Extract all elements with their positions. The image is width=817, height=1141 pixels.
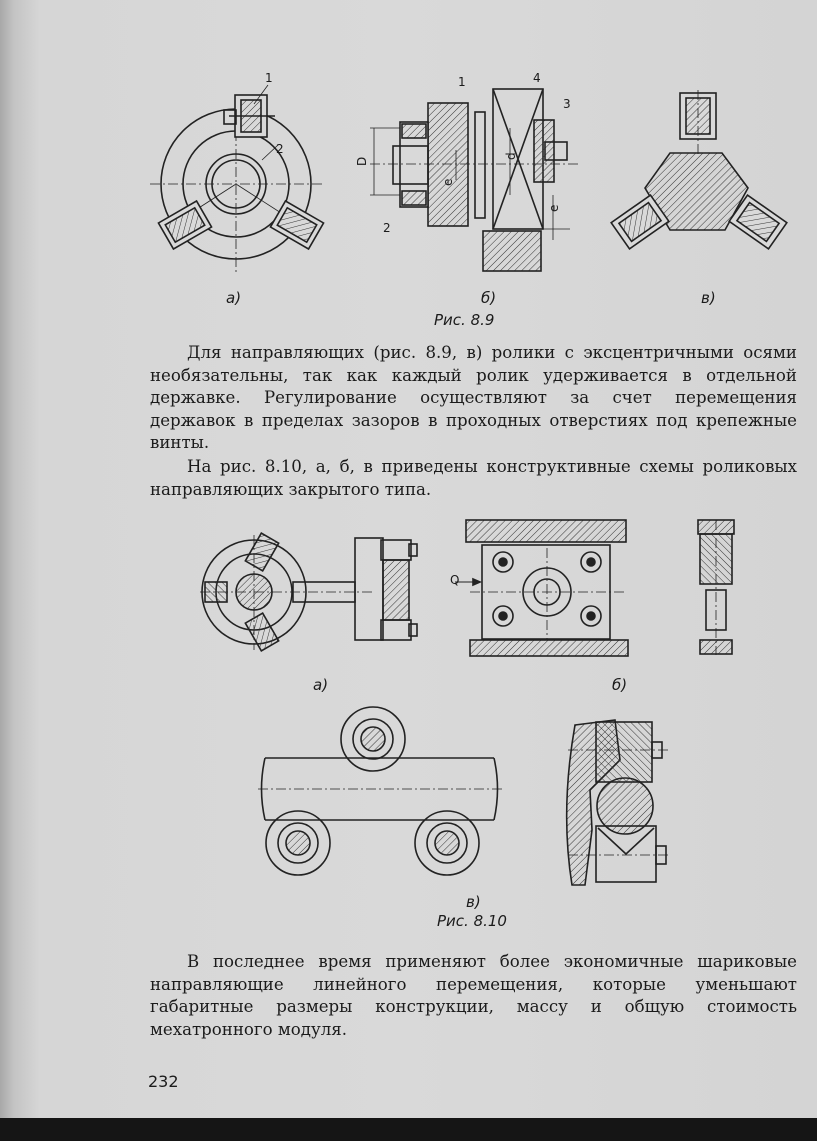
fig-8-9-b-label-d: d bbox=[504, 152, 518, 160]
fig-8-9-b-label-D: D bbox=[355, 157, 369, 166]
fig-8-9-b-label-1: 1 bbox=[458, 75, 466, 89]
paragraph-1: Для направляющих (рис. 8.9, в) ролики с … bbox=[150, 343, 797, 452]
fig-8-9-b-label-2: 2 bbox=[383, 221, 391, 235]
fig-8-10-b-drawing bbox=[455, 519, 735, 657]
fig-8-10-panel-c-label: в) bbox=[466, 893, 481, 911]
fig-8-9-a-drawing bbox=[150, 94, 325, 275]
fig-8-10-caption: Рис. 8.10 bbox=[437, 912, 507, 930]
fig-8-10-b-label-Q: Q bbox=[450, 573, 459, 587]
scan-edge-shadow bbox=[0, 1118, 817, 1141]
fig-8-9-panel-c-label: в) bbox=[701, 289, 716, 307]
fig-8-9-b-label-4: 4 bbox=[533, 71, 541, 85]
fig-8-9-caption: Рис. 8.9 bbox=[434, 311, 495, 329]
fig-8-9-b-label-3: 3 bbox=[563, 97, 571, 111]
fig-8-10-a-drawing bbox=[200, 532, 418, 652]
fig-8-9-a-label-2: 2 bbox=[276, 142, 284, 156]
fig-8-10-c-drawing bbox=[258, 706, 668, 886]
fig-8-9-panel-b-label: б) bbox=[481, 289, 497, 307]
fig-8-9-a-label-1: 1 bbox=[265, 71, 273, 85]
fig-8-10-panel-a-label: а) bbox=[313, 676, 329, 694]
paragraph-2: На рис. 8.10, а, б, в приведены конструк… bbox=[150, 457, 797, 499]
fig-8-9-b-label-e: e bbox=[441, 179, 455, 186]
page-number: 232 bbox=[148, 1072, 179, 1091]
fig-8-10-panel-b-label: б) bbox=[612, 676, 628, 694]
fig-8-9-panel-a-label: а) bbox=[226, 289, 242, 307]
fig-8-9-c-drawing bbox=[610, 90, 788, 250]
fig-8-9-b-label-e-2: e bbox=[547, 205, 561, 212]
paragraph-3: В последнее время применяют более эконом… bbox=[150, 952, 797, 1039]
fig-8-9-b-drawing bbox=[370, 88, 580, 272]
